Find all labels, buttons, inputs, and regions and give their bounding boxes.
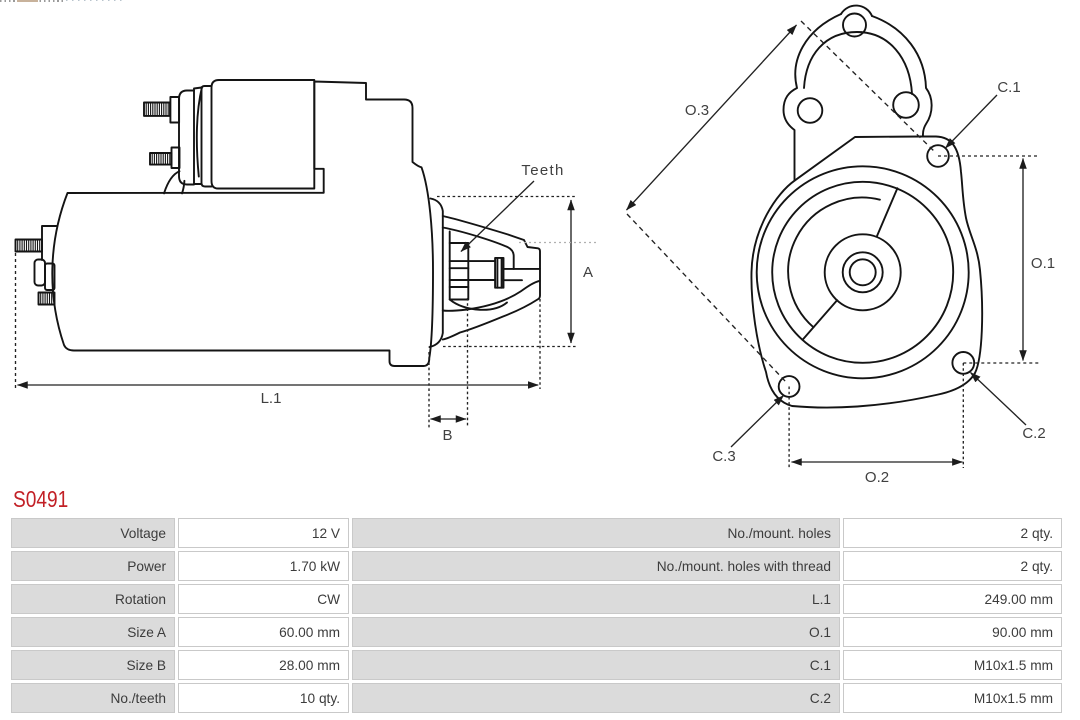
svg-text:O.3: O.3 (685, 102, 709, 119)
svg-text:Teeth: Teeth (521, 162, 564, 179)
svg-text:C.3: C.3 (712, 448, 735, 465)
svg-text:C.2: C.2 (1022, 425, 1045, 442)
svg-text:O.1: O.1 (1031, 255, 1055, 272)
svg-text:C.1: C.1 (997, 79, 1020, 96)
svg-text:B: B (442, 427, 452, 444)
svg-text:L.1: L.1 (261, 390, 282, 407)
svg-text:O.2: O.2 (865, 469, 889, 486)
svg-text:A: A (583, 264, 593, 281)
